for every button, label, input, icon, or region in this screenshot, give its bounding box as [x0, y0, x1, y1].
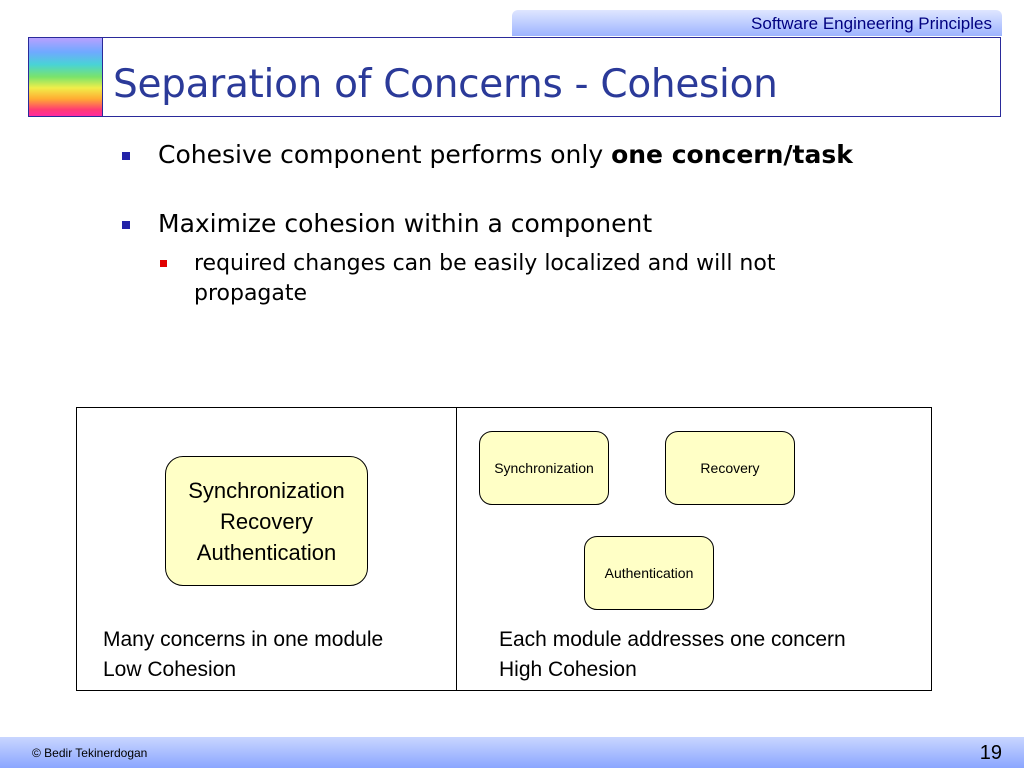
title-separator	[102, 38, 103, 116]
combined-module-line-2: Recovery	[220, 508, 313, 534]
diagram-divider	[456, 408, 457, 690]
combined-module-line-1: Synchronization	[188, 477, 345, 503]
synchronization-module: Synchronization	[479, 431, 609, 505]
title-frame: Separation of Concerns - Cohesion	[28, 37, 1001, 117]
left-caption-line-2: Low Cohesion	[103, 658, 237, 681]
cohesion-diagram: Synchronization Recovery Authentication …	[76, 407, 932, 691]
left-caption-line-1: Many concerns in one module	[103, 628, 384, 651]
bullet-1-text: Cohesive component performs only	[158, 140, 612, 169]
combined-module-line-3: Authentication	[196, 539, 337, 565]
bullet-1-bold-text: one concern/task	[611, 140, 853, 169]
combined-module: Synchronization Recovery Authentication	[165, 456, 368, 586]
page-number: 19	[979, 742, 1002, 764]
left-caption: Many concerns in one module Low Cohesion	[103, 625, 383, 685]
bullet-marker-icon	[122, 221, 130, 229]
sub-bullet-line-1: required changes can be easily localized…	[194, 251, 776, 276]
sub-bullet-line-2: propagate	[194, 281, 308, 306]
bullet-1: Cohesive component performs only one con…	[122, 140, 853, 169]
sub-bullet: required changes can be easily localized…	[160, 249, 776, 309]
recovery-module-label: Recovery	[700, 460, 760, 476]
authentication-module-label: Authentication	[604, 565, 694, 581]
course-title: Software Engineering Principles	[751, 14, 992, 33]
bullet-2-text: Maximize cohesion within a component	[158, 209, 653, 238]
right-caption: Each module addresses one concern High C…	[499, 625, 846, 685]
right-caption-line-2: High Cohesion	[499, 658, 637, 681]
footer-bar: © Bedir Tekinerdogan 19	[0, 737, 1024, 768]
slide-title: Separation of Concerns - Cohesion	[113, 62, 778, 107]
header-tab: Software Engineering Principles	[512, 10, 1002, 36]
recovery-module: Recovery	[665, 431, 795, 505]
rainbow-decoration	[29, 38, 102, 116]
authentication-module: Authentication	[584, 536, 714, 610]
copyright: © Bedir Tekinerdogan	[32, 746, 148, 760]
sub-bullet-marker-icon	[160, 260, 167, 267]
bullet-marker-icon	[122, 152, 130, 160]
synchronization-module-label: Synchronization	[494, 460, 594, 476]
bullet-2: Maximize cohesion within a component	[122, 209, 653, 238]
right-caption-line-1: Each module addresses one concern	[499, 628, 846, 651]
